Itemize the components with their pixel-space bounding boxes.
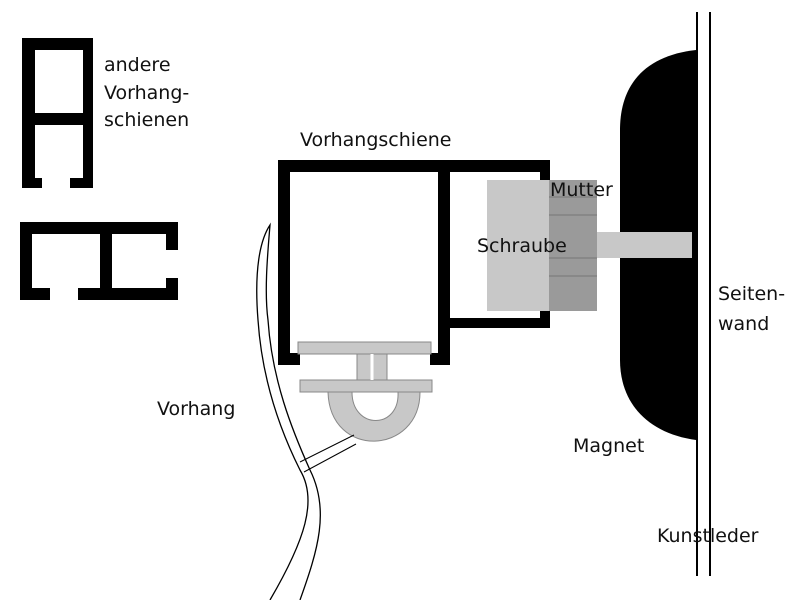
label-curtain: Vorhang: [157, 398, 235, 420]
label-other-rails-1: andere: [104, 54, 171, 76]
label-magnet: Magnet: [573, 435, 644, 457]
curtain-glider: [297, 341, 433, 442]
label-nut: Mutter: [550, 179, 613, 201]
curtain-hook-lines: [299, 434, 357, 473]
screw-head: [487, 180, 549, 311]
label-side-wall-1: Seiten-: [718, 283, 785, 305]
label-screw: Schraube: [477, 235, 567, 257]
other-rail-profile-1: [22, 38, 93, 188]
label-other-rails-2: Vorhang-: [104, 82, 189, 104]
label-side-wall-2: wand: [718, 313, 769, 335]
curtain-shape: [256, 222, 321, 601]
faux-leather-layer: [696, 12, 711, 576]
screw-shaft: [596, 232, 692, 258]
nut-lines: [549, 196, 597, 277]
nut-shape: [549, 180, 597, 311]
label-curtain-rail: Vorhangschiene: [300, 129, 452, 151]
label-other-rails-3: schienen: [104, 109, 189, 131]
label-faux-leather: Kunstleder: [657, 525, 759, 547]
other-rail-profile-2: [20, 222, 178, 300]
